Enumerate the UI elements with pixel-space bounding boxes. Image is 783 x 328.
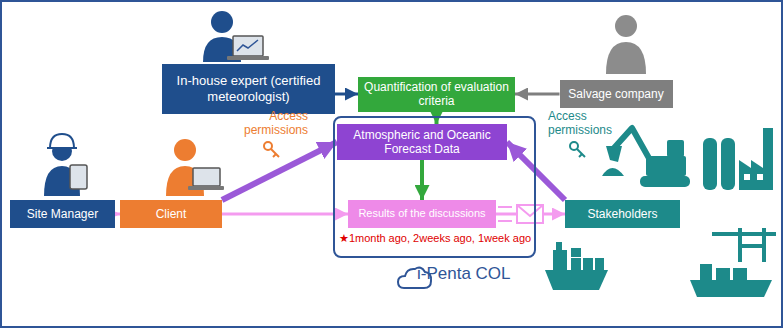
client-icon	[188, 186, 224, 190]
flow-arrow	[335, 93, 358, 96]
salvage-person-icon	[606, 15, 646, 74]
client-icon	[193, 168, 220, 186]
factory-icon	[703, 138, 717, 190]
client-icon	[174, 139, 196, 161]
process-box: Salvage company	[560, 80, 673, 108]
factory-icon	[721, 138, 735, 190]
factory-icon	[739, 128, 773, 190]
process-box: In-house expert (certified meteorologist…	[162, 64, 335, 114]
process-box: Atmospheric and Oceanic Forecast Data	[337, 124, 507, 160]
box-label: Site Manager	[23, 207, 102, 221]
expert-icon	[237, 40, 258, 51]
site-manager-icon	[44, 134, 87, 196]
ship-icon	[571, 248, 581, 257]
excavator-icon	[602, 168, 624, 176]
key-icon	[273, 154, 276, 157]
flow-arrow	[420, 160, 424, 200]
port-crane-icon	[690, 280, 772, 297]
mail-icon	[498, 205, 543, 223]
box-label: Client	[152, 207, 191, 221]
ship-icon	[583, 258, 593, 270]
expert-icon	[227, 56, 269, 60]
port-crane-icon	[690, 228, 776, 297]
box-label: In-house expert (certified meteorologist…	[162, 73, 335, 104]
process-box: Quantification of evaluation criteria	[358, 77, 515, 112]
mail-icon	[498, 206, 512, 208]
expert-icon	[211, 11, 233, 33]
box-label: Results of the discussions	[354, 207, 489, 220]
mail-icon	[498, 220, 512, 222]
excavator-icon	[606, 146, 622, 162]
key-icon	[264, 142, 279, 157]
key-icon	[579, 154, 582, 157]
client-icon	[166, 139, 224, 196]
mail-icon	[517, 205, 543, 216]
flow-arrow	[222, 142, 337, 200]
process-box: Client	[120, 200, 222, 228]
salvage-person-icon	[615, 15, 637, 37]
port-crane-icon	[712, 228, 776, 262]
process-box: Stakeholders	[565, 200, 680, 228]
process-box: Site Manager	[10, 200, 115, 228]
box-label: Stakeholders	[583, 207, 661, 221]
process-box: Results of the discussions	[348, 200, 496, 228]
key-icon	[577, 149, 585, 157]
flow-arrow	[507, 142, 565, 200]
salvage-person-icon	[606, 42, 646, 74]
key-icon	[570, 142, 578, 150]
ship-icon	[553, 250, 567, 270]
mail-icon	[517, 205, 543, 223]
access-label: Access permissions	[244, 110, 308, 138]
excavator-icon	[602, 128, 690, 187]
port-crane-icon	[740, 244, 764, 248]
ship-icon	[595, 258, 604, 270]
platform-name: i-Penta COL	[417, 264, 511, 284]
site-manager-icon	[50, 134, 74, 148]
expert-icon	[233, 36, 263, 56]
factory-icon	[703, 128, 773, 190]
port-crane-icon	[733, 268, 747, 280]
excavator-icon	[667, 140, 684, 157]
flow-arrow	[515, 93, 560, 96]
port-crane-icon	[716, 268, 730, 280]
key-icon	[264, 142, 272, 150]
key-icon	[570, 142, 585, 157]
site-manager-icon	[70, 165, 87, 189]
excavator-icon	[640, 176, 690, 187]
port-crane-icon	[712, 232, 776, 236]
factory-icon	[757, 174, 763, 180]
site-manager-icon	[47, 147, 77, 149]
factory-icon	[744, 174, 750, 180]
box-label: Atmospheric and Oceanic Forecast Data	[337, 128, 507, 157]
flow-arrow	[222, 213, 348, 216]
excavator-icon	[646, 156, 686, 176]
box-label: Quantification of evaluation criteria	[358, 80, 515, 109]
key-icon	[271, 149, 279, 157]
expert-icon	[203, 11, 269, 62]
box-label: Salvage company	[564, 87, 667, 101]
ship-icon	[556, 242, 562, 250]
ship-icon	[545, 242, 608, 290]
access-label: Access permissions	[548, 110, 612, 138]
ship-icon	[545, 270, 608, 290]
port-crane-icon	[700, 264, 712, 280]
note-text: ★1month ago, 2weeks ago, 1week ago	[339, 232, 531, 245]
ship-icon	[571, 258, 581, 270]
